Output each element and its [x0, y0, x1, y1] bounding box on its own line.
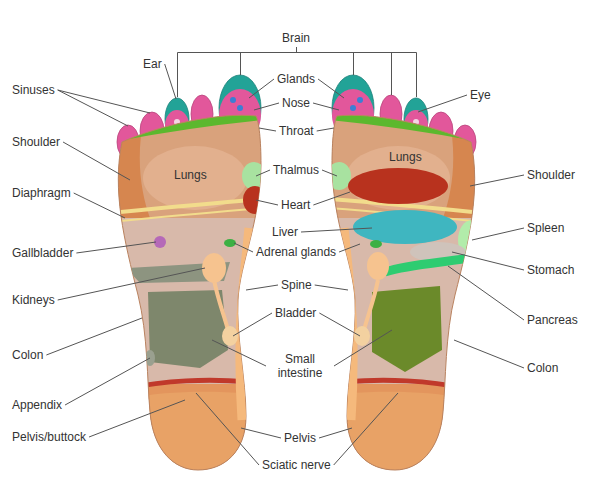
zone-label: Throat	[279, 124, 314, 138]
leader-line	[317, 128, 334, 131]
bladder-zone	[222, 326, 238, 346]
pancreas-zone	[385, 258, 470, 272]
left-organs	[126, 162, 267, 420]
leader-line	[315, 285, 348, 290]
leader-line	[319, 313, 360, 336]
zone-label: Adrenal glands	[256, 245, 336, 259]
leader-line	[319, 428, 352, 438]
spine-zone	[240, 228, 249, 420]
zone-label: Kidneys	[12, 293, 55, 307]
leader-line	[58, 90, 128, 126]
zone-label: Diaphragm	[12, 186, 71, 200]
leader-line	[89, 400, 185, 437]
leader-line	[254, 103, 279, 110]
ureter	[214, 280, 228, 330]
zone-label: Ear	[143, 57, 162, 71]
leader-line	[339, 244, 360, 252]
leader-line	[470, 175, 524, 186]
zone-label: Eye	[470, 88, 491, 102]
leader-line	[58, 90, 150, 113]
left-foot	[100, 75, 280, 483]
spine-zone	[344, 228, 353, 420]
zone-label: Liver	[272, 225, 298, 239]
intestine-zone	[372, 286, 442, 372]
leader-line	[418, 95, 467, 112]
zone-label: Lungs	[389, 150, 422, 164]
intestine-zone	[148, 290, 228, 368]
zone-label: Colon	[12, 348, 43, 362]
zone-label: Nose	[282, 96, 310, 110]
leader-line	[165, 64, 176, 99]
leader-line	[472, 228, 524, 240]
kidney-zone	[202, 253, 226, 283]
leader-line	[318, 79, 344, 98]
zone-label: Heart	[281, 198, 310, 212]
leader-line	[249, 79, 274, 98]
leader-line	[63, 142, 130, 180]
leader-line	[448, 266, 524, 320]
zone-label: Appendix	[12, 398, 62, 412]
leader-line	[322, 170, 337, 176]
leader-line	[454, 340, 524, 368]
zone-label: Lungs	[174, 168, 207, 182]
heart-zone	[348, 168, 448, 204]
leader-line	[234, 243, 253, 252]
leader-line	[313, 103, 339, 110]
brain-bracket	[178, 47, 417, 97]
zone-label: Sciatic nerve	[262, 458, 331, 472]
leader-line	[233, 313, 272, 336]
zone-label: Small intestine	[269, 352, 331, 380]
leader-line	[212, 340, 266, 366]
leader-line	[452, 252, 524, 270]
leader-line	[334, 330, 392, 366]
leader-line	[301, 228, 372, 232]
zone-label: Stomach	[527, 263, 574, 277]
leader-line	[74, 193, 125, 218]
zone-label: Thalmus	[273, 163, 319, 177]
zone-label: Gallbladder	[12, 246, 73, 260]
zone-label: Sinuses	[12, 83, 55, 97]
zone-label: Pancreas	[527, 313, 578, 327]
liver-zone	[353, 210, 457, 244]
heart-zone	[243, 186, 267, 214]
zone-label: Colon	[527, 361, 558, 375]
leader-line	[334, 393, 398, 465]
zone-label: Pelvis/buttock	[12, 430, 86, 444]
adrenal-zone	[370, 240, 382, 248]
leader-line	[259, 128, 276, 131]
zone-label: Brain	[282, 31, 310, 45]
zone-label: Glands	[277, 72, 315, 86]
leader-line	[313, 192, 350, 205]
leader-line	[58, 268, 205, 300]
leader-line	[76, 242, 156, 253]
zone-label: Spleen	[527, 221, 564, 235]
kidney-zone	[367, 252, 389, 280]
leader-line	[196, 393, 259, 465]
leader-line	[256, 200, 278, 205]
ureter	[364, 280, 378, 330]
zone-label: Pelvis	[284, 431, 316, 445]
thalamus-zone	[327, 162, 351, 190]
leader-line	[241, 428, 281, 438]
leader-line	[246, 285, 278, 290]
leader-line	[65, 358, 150, 405]
leader-line	[46, 318, 142, 355]
zone-label: Bladder	[275, 306, 316, 320]
leader-line	[256, 170, 270, 176]
right-organs	[327, 162, 486, 420]
bladder-zone	[354, 326, 370, 346]
zone-label: Shoulder	[527, 168, 575, 182]
zone-label: Shoulder	[12, 135, 60, 149]
thalamus-zone	[242, 162, 266, 190]
zone-label: Spine	[281, 278, 312, 292]
